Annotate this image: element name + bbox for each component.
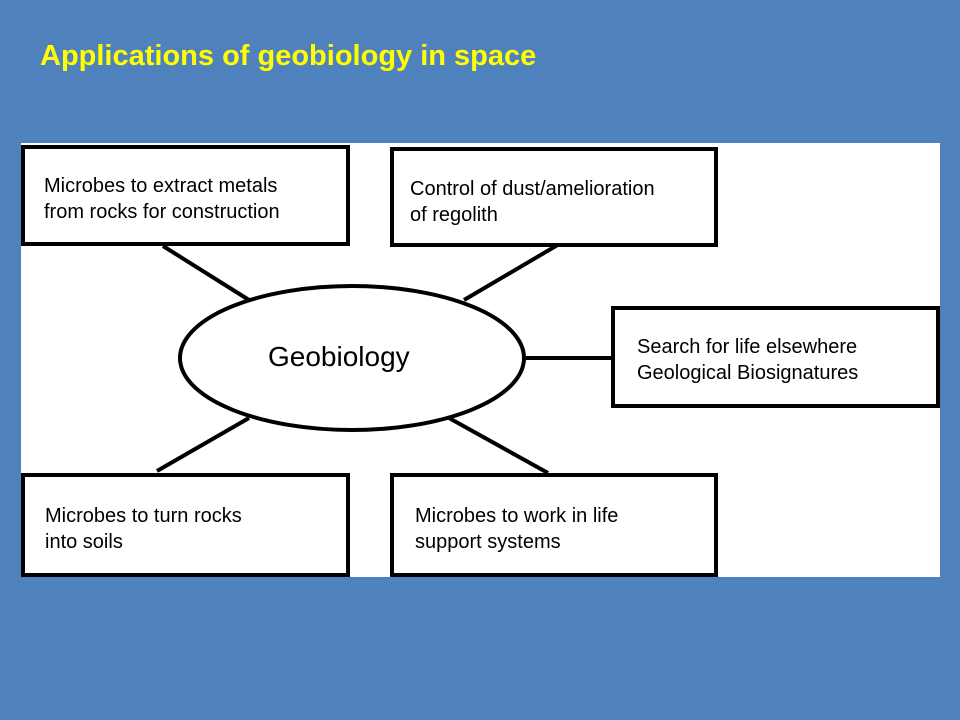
node-text-line: Search for life elsewhere [637,336,858,358]
connector-top-right [462,241,563,302]
node-search-for-life: Search for life elsewhere Geological Bio… [611,306,940,408]
node-text-line: of regolith [410,204,498,226]
node-life-support: Microbes to work in life support systems [390,473,718,577]
connector-layer [156,241,612,475]
node-text-line: into soils [45,531,123,553]
node-text-line: Microbes to turn rocks [45,505,242,527]
connector-top-left [161,244,251,302]
node-text-line: Microbes to extract metals [44,175,278,197]
node-text-line: support systems [415,531,561,553]
hub-label: Geobiology [268,341,410,372]
connector-bottom-left [156,416,250,473]
node-rocks-to-soils: Microbes to turn rocks into soils [21,473,350,577]
node-dust-control: Control of dust/amelioration of regolith [390,147,718,247]
mind-map-diagram: Geobiology Microbes to extract metals fr… [21,143,940,577]
hub-ellipse [178,284,526,432]
node-text-line: Geological Biosignatures [637,362,859,384]
node-text-line: Control of dust/amelioration [410,178,655,200]
node-text-line: Microbes to work in life [415,505,619,527]
slide-title: Applications of geobiology in space [40,40,537,72]
connector-bottom-right [448,416,549,475]
node-text-line: from rocks for construction [44,201,280,223]
node-extract-metals: Microbes to extract metals from rocks fo… [21,145,350,246]
